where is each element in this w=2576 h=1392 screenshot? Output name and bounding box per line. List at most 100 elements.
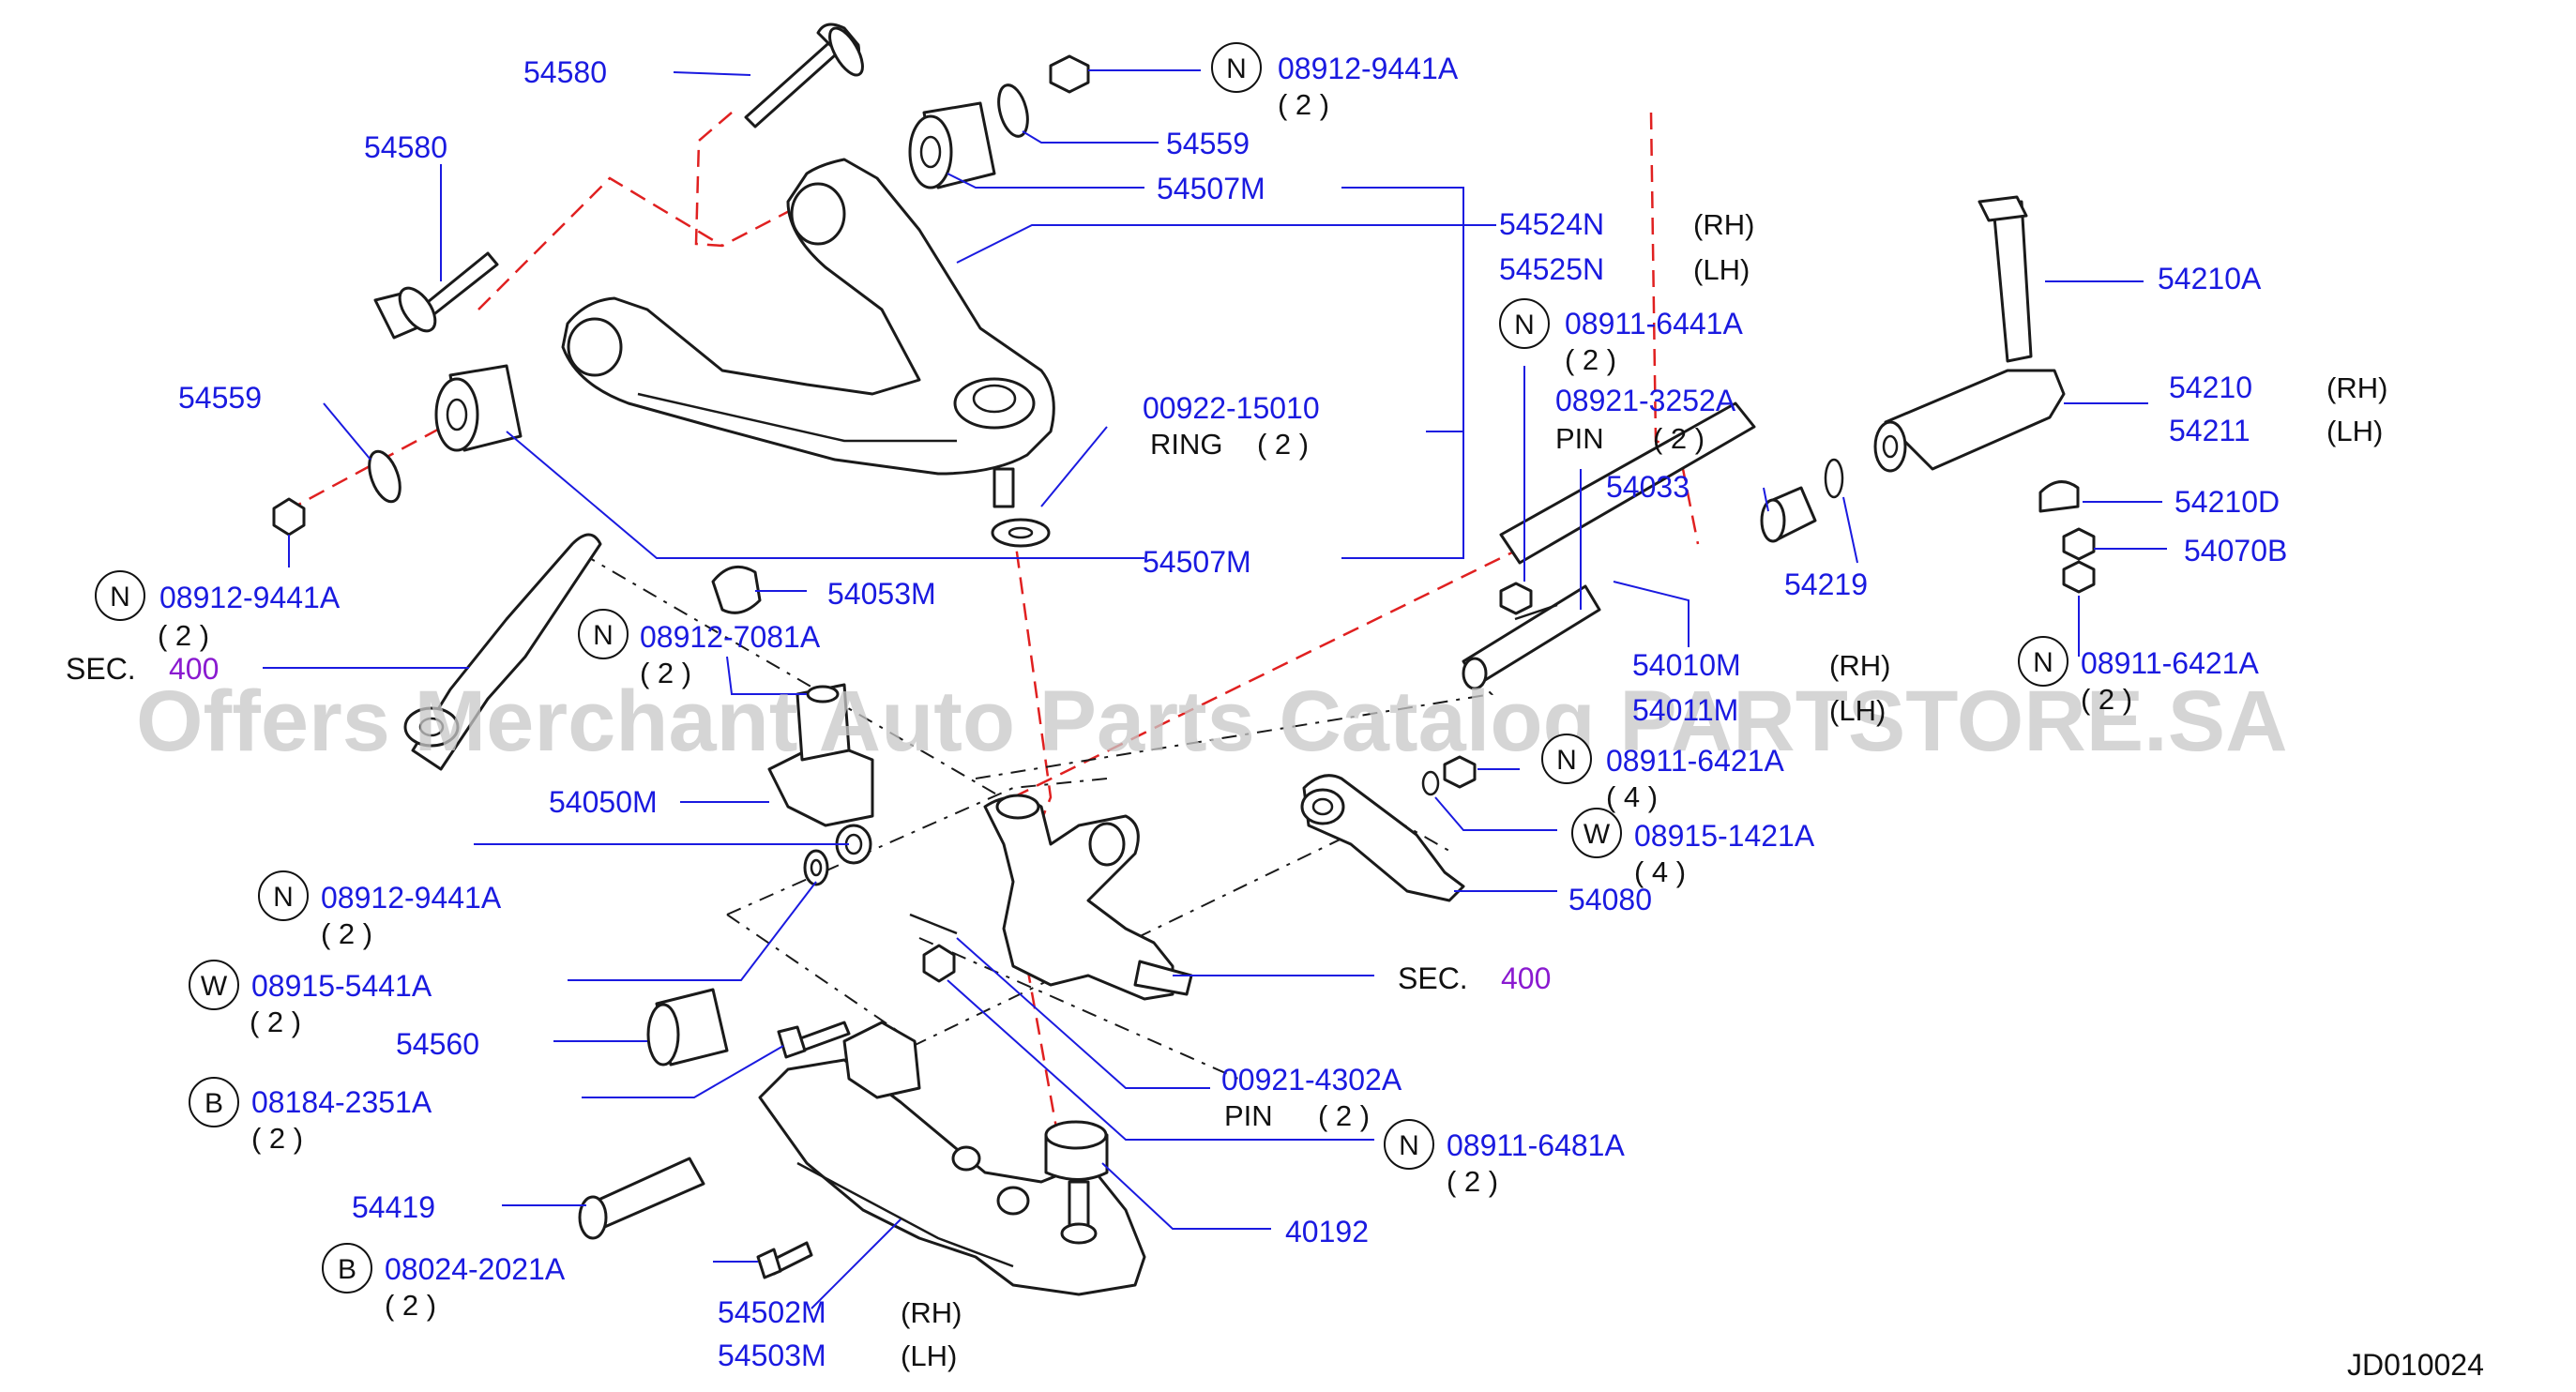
label-54419: 54419 <box>352 1190 435 1224</box>
svg-text:N: N <box>2033 647 2053 678</box>
steering-knuckle <box>983 794 1193 1001</box>
torsion-bar-54010M <box>1462 401 1756 690</box>
label-08024-2021A: 08024-2021A <box>385 1252 566 1286</box>
leader-54507M-top <box>947 173 1144 189</box>
label-qty-6481A: ( 2 ) <box>1447 1165 1498 1198</box>
label-08912-9441A-top: 08912-9441A <box>1278 52 1459 85</box>
label-08184-2351A: 08184-2351A <box>251 1085 432 1119</box>
label-54011M: 54011M <box>1632 693 1738 727</box>
badge-w-1421A: W <box>1571 808 1622 858</box>
label-54580-b: 54580 <box>364 130 447 164</box>
label-08911-6421A-mid: 08911-6421A <box>1606 744 1784 778</box>
label-54524N-rh: (RH) <box>1693 208 1754 241</box>
leader-arm-54524N <box>956 224 1463 264</box>
leader-54507M-mid <box>506 431 1144 559</box>
label-sec-right-ref: 400 <box>1501 961 1551 995</box>
label-54010M-rh: (RH) <box>1829 649 1890 682</box>
nut-08912-9441A-left <box>272 497 306 537</box>
label-00921-4302A: 00921-4302A <box>1221 1063 1402 1097</box>
leader-40192 <box>1101 1162 1271 1230</box>
leader-2351A <box>582 1045 784 1098</box>
svg-text:N: N <box>273 882 294 913</box>
pin-08921-3252A <box>1514 603 1558 621</box>
label-qty-6421A-mid: ( 4 ) <box>1606 780 1658 813</box>
label-sec-left-ref: 400 <box>169 652 219 686</box>
leader-54219 <box>1842 496 1858 564</box>
label-54559-left: 54559 <box>178 381 262 415</box>
bolt-08024-2021A <box>756 1241 813 1279</box>
label-qty-6421A-right: ( 2 ) <box>2081 683 2132 716</box>
leader-ring <box>1040 426 1108 507</box>
label-54560: 54560 <box>396 1027 479 1061</box>
label-pin-3252A: PIN <box>1555 422 1604 455</box>
axis-line-upper-rear <box>477 176 723 310</box>
washer-54559-upper <box>997 83 1029 138</box>
label-54559-top: 54559 <box>1166 127 1250 160</box>
label-54210: 54210 <box>2169 371 2252 404</box>
label-08912-7081A: 08912-7081A <box>640 620 821 654</box>
leader-4302A <box>956 937 1210 1089</box>
badge-n-low: N <box>258 870 309 921</box>
bushing-54560 <box>646 988 729 1067</box>
label-54053M: 54053M <box>827 577 936 611</box>
pin-54419 <box>578 1157 705 1240</box>
upper-control-arm <box>561 158 1055 508</box>
pin-00921-4302A <box>909 913 958 935</box>
bracket-54050M <box>767 683 874 827</box>
badge-n-6421A-mid: N <box>1541 734 1592 784</box>
label-qty-top: ( 2 ) <box>1278 88 1329 121</box>
svg-text:N: N <box>593 620 614 651</box>
label-54080: 54080 <box>1568 883 1652 916</box>
badge-n-top: N <box>1211 42 1262 93</box>
bushing-54507M-lower <box>434 364 523 452</box>
label-54502M: 54502M <box>718 1295 826 1329</box>
label-qty-2351A: ( 2 ) <box>251 1122 303 1155</box>
label-54525N-lh: (LH) <box>1693 253 1750 286</box>
torsion-arm-54080 <box>1300 774 1465 902</box>
label-08912-9441A-left: 08912-9441A <box>159 581 341 614</box>
leader-bracket-54524N <box>1341 187 1464 559</box>
upper-bolt-54580-a <box>744 23 864 129</box>
badge-n-6421A-right: N <box>2018 636 2068 687</box>
axis-line-anchor-bolt <box>1649 112 1700 545</box>
bushing-54033 <box>1760 486 1817 543</box>
label-qty-low: ( 2 ) <box>321 917 372 950</box>
bolt-08184-2351A <box>777 1021 851 1059</box>
badge-b-2351A: B <box>189 1077 239 1127</box>
badge-b-2021A: B <box>322 1243 372 1294</box>
nut-08911-6481A <box>922 944 956 983</box>
snap-ring-54219 <box>1824 458 1844 499</box>
label-08911-6441A: 08911-6441A <box>1565 307 1743 340</box>
label-qty-5441A: ( 2 ) <box>250 1006 301 1038</box>
leader-54502M <box>811 1218 902 1309</box>
badge-n-left: N <box>95 570 145 621</box>
badge-n-7081A: N <box>578 609 629 659</box>
watermark: Offers Merchant Auto Parts Catalog PARTS… <box>136 673 2288 769</box>
label-54507M-mid: 54507M <box>1143 545 1251 579</box>
leader-1421A <box>1434 796 1557 831</box>
label-08912-9441A-low: 08912-9441A <box>321 881 502 915</box>
leader-54580-a <box>673 71 751 76</box>
label-00922-15010: 00922-15010 <box>1143 391 1320 425</box>
dash-line-lower-arm <box>815 814 1455 1094</box>
label-54210-rh: (RH) <box>2326 371 2387 404</box>
washer-08915-5441A <box>803 849 829 886</box>
label-qty-7081A: ( 2 ) <box>640 657 691 689</box>
nut-08911-6441A <box>1499 582 1533 615</box>
link-sec-400-left <box>403 533 602 771</box>
leader-54559-top <box>1022 130 1159 144</box>
label-qty-3252A: ( 2 ) <box>1653 422 1705 455</box>
label-qty-4302A: ( 2 ) <box>1318 1099 1370 1132</box>
label-40192: 40192 <box>1285 1215 1369 1248</box>
label-54010M: 54010M <box>1632 648 1741 682</box>
label-08911-6421A-right: 08911-6421A <box>2081 646 2259 680</box>
label-54503M: 54503M <box>718 1339 826 1372</box>
label-54525N: 54525N <box>1499 252 1604 286</box>
label-08915-5441A: 08915-5441A <box>251 969 432 1003</box>
label-54524N: 54524N <box>1499 207 1604 241</box>
dash-line-pin <box>918 937 1239 1080</box>
dash-line-upper <box>581 552 1019 808</box>
nut-54070B <box>2062 527 2096 561</box>
leader-54033 <box>1763 487 1769 512</box>
